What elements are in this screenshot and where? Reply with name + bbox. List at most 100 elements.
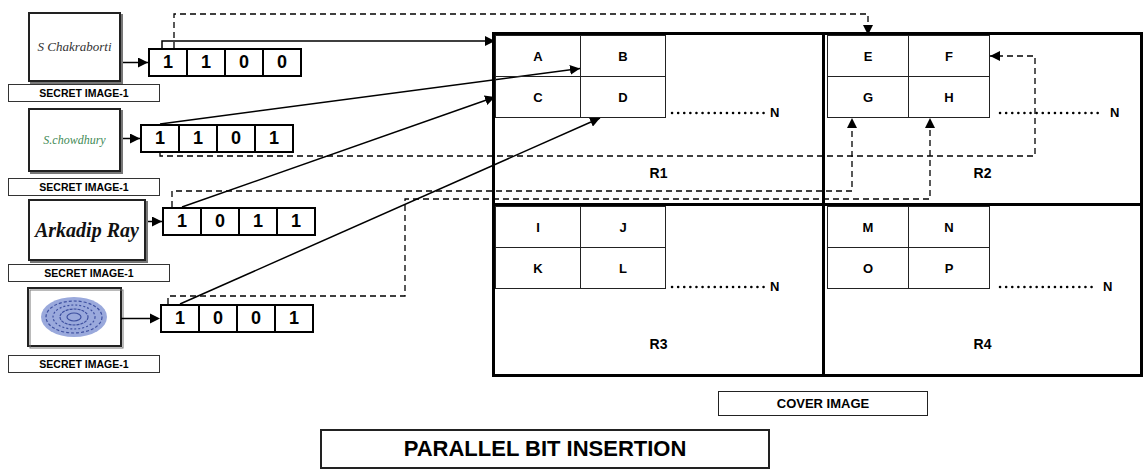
node-text: S Chakraborti: [37, 39, 111, 55]
node-text: 1: [291, 211, 301, 232]
dotted-continuation: [672, 112, 764, 115]
pixel-cell: D: [580, 76, 666, 118]
node-text: SECRET IMAGE-1: [39, 181, 128, 193]
node-text: SECRET IMAGE-1: [39, 358, 128, 370]
pixel-cell: H: [908, 76, 990, 118]
node-text: R2: [825, 165, 1140, 181]
pixel-cell: M: [827, 206, 909, 248]
node-text: L: [619, 261, 627, 276]
node-text: 1: [175, 308, 185, 329]
node-text: 1: [253, 211, 263, 232]
fingerprint-ridge: [53, 305, 95, 329]
n-label: N: [770, 105, 779, 120]
frame-shadow: [30, 290, 123, 348]
fingerprint-ridge: [46, 301, 102, 333]
node-text: 0: [213, 308, 223, 329]
bit-cell: 1: [274, 304, 314, 333]
pixel-cell: L: [580, 247, 666, 289]
bit-cell: 0: [236, 304, 276, 333]
node-text: K: [533, 261, 542, 276]
pixel-cell: N: [908, 206, 990, 248]
bit-cell: 0: [224, 48, 264, 77]
image-caption: SECRET IMAGE-1: [8, 264, 170, 282]
node-text: I: [536, 220, 540, 235]
node-text: J: [619, 220, 626, 235]
bit-cell: 1: [254, 124, 294, 153]
bit-cell: 0: [216, 124, 256, 153]
node-text: S.chowdhury: [43, 133, 105, 148]
dashed-arrow: [160, 56, 1035, 156]
signature-image: Arkadip Ray: [28, 199, 146, 261]
solid-arrow: [121, 138, 140, 140]
fingerprint-ridge: [60, 309, 88, 325]
signature-image: S.chowdhury: [28, 108, 121, 172]
pixel-cell: F: [908, 35, 990, 77]
region-block: R2 E F G H: [822, 32, 1143, 206]
node-text: PARALLEL BIT INSERTION: [404, 436, 687, 462]
node-text: 0: [239, 52, 249, 73]
n-label: N: [1103, 279, 1112, 294]
bit-cell: 0: [198, 304, 238, 333]
node-text: 0: [277, 52, 287, 73]
pixel-cell: I: [495, 206, 581, 248]
node-text: Arkadip Ray: [35, 219, 139, 242]
bit-cell: 1: [238, 207, 278, 236]
node-text: R3: [495, 336, 822, 352]
bit-cell: 1: [178, 124, 218, 153]
node-text: 0: [215, 211, 225, 232]
bit-cell: 0: [262, 48, 302, 77]
dashed-arrow: [174, 14, 868, 48]
node-text: COVER IMAGE: [777, 396, 869, 411]
node-text: D: [618, 90, 627, 105]
node-text: 1: [193, 128, 203, 149]
fingerprint-frame: [28, 288, 121, 346]
pixel-cell: C: [495, 76, 581, 118]
node-text: SECRET IMAGE-1: [44, 267, 133, 279]
n-label: N: [1110, 105, 1119, 120]
image-caption: SECRET IMAGE-1: [8, 84, 160, 102]
n-label: N: [770, 279, 779, 294]
bit-cell: 1: [148, 48, 188, 77]
bit-cell: 1: [140, 124, 180, 153]
dotted-continuation: [1000, 112, 1100, 115]
node-text: C: [533, 90, 542, 105]
pixel-cell: K: [495, 247, 581, 289]
bit-cell: 1: [162, 207, 202, 236]
node-text: O: [863, 261, 873, 276]
node-text: 1: [163, 52, 173, 73]
node-text: 1: [289, 308, 299, 329]
cover-image-label: COVER IMAGE: [718, 391, 928, 416]
node-text: F: [945, 49, 953, 64]
pixel-cell: P: [908, 247, 990, 289]
node-text: G: [863, 90, 873, 105]
bit-cell: 0: [200, 207, 240, 236]
node-text: 0: [251, 308, 261, 329]
fingerprint-blob: [41, 297, 107, 337]
solid-arrow: [121, 62, 148, 64]
node-text: 1: [155, 128, 165, 149]
node-text: N: [944, 220, 953, 235]
dashed-arrow: [172, 118, 852, 207]
bit-cell: 1: [186, 48, 226, 77]
fingerprint-ridge: [67, 313, 81, 321]
signature-image: S Chakraborti: [28, 12, 121, 82]
bit-cell: 1: [160, 304, 200, 333]
node-text: P: [945, 261, 954, 276]
pixel-cell: A: [495, 35, 581, 77]
image-arrow: [121, 318, 151, 320]
image-caption: SECRET IMAGE-1: [8, 355, 160, 373]
pixel-cell: O: [827, 247, 909, 289]
node-text: R1: [495, 165, 822, 181]
node-text: 1: [177, 211, 187, 232]
image-caption: SECRET IMAGE-1: [8, 178, 160, 196]
node-text: R4: [825, 336, 1140, 352]
pixel-cell: E: [827, 35, 909, 77]
pixel-cell: J: [580, 206, 666, 248]
node-text: 0: [231, 128, 241, 149]
node-text: H: [944, 90, 953, 105]
dashed-arrow: [168, 118, 930, 304]
solid-arrow: [162, 41, 495, 48]
pixel-cell: B: [580, 35, 666, 77]
